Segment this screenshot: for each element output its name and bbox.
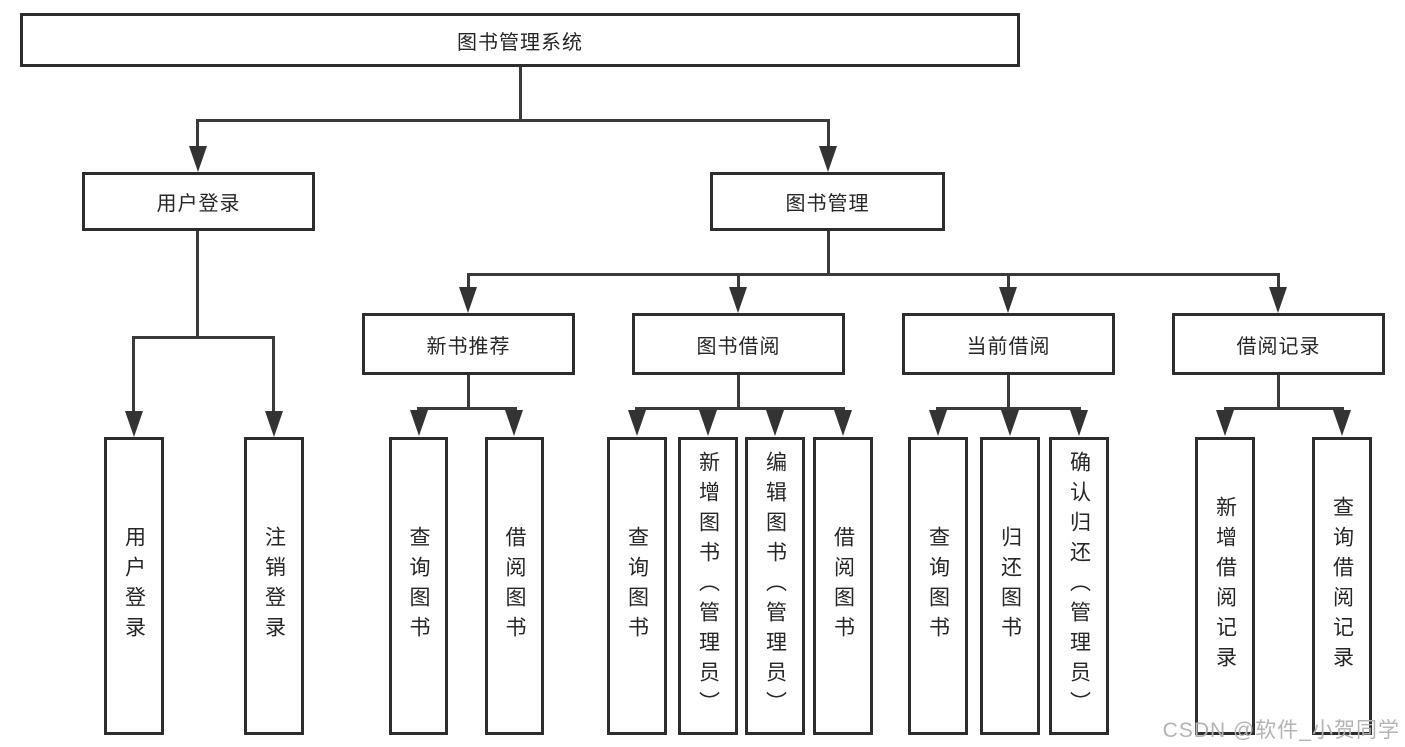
connector-line xyxy=(132,336,135,413)
leaf-add-book-admin: 新增图书（管理员） xyxy=(678,437,738,735)
arrow-down-icon xyxy=(505,410,523,436)
connector-line xyxy=(1224,407,1344,410)
connector-line xyxy=(737,273,740,290)
connector-line xyxy=(1277,375,1280,407)
arrow-down-icon xyxy=(125,411,143,437)
connector-line xyxy=(827,119,830,149)
leaf-borrow-books-2: 借阅图书 xyxy=(813,437,873,735)
arrow-down-icon xyxy=(459,287,477,313)
node-current-borrow: 当前借阅 xyxy=(902,313,1115,375)
node-library-management-system: 图书管理系统 xyxy=(20,13,1020,67)
connector-line xyxy=(467,273,470,290)
arrow-down-icon xyxy=(834,410,852,436)
arrow-down-icon xyxy=(766,410,784,436)
arrow-down-icon xyxy=(189,146,207,172)
leaf-query-books-1: 查询图书 xyxy=(389,437,448,735)
leaf-query-borrow-record: 查询借阅记录 xyxy=(1312,437,1372,735)
node-book-management: 图书管理 xyxy=(710,172,945,231)
arrow-down-icon xyxy=(1333,410,1351,436)
arrow-down-icon xyxy=(1001,410,1019,436)
connector-line xyxy=(936,407,1081,410)
arrow-down-icon xyxy=(819,146,837,172)
arrow-down-icon xyxy=(410,410,428,436)
node-new-book-recommend: 新书推荐 xyxy=(362,313,575,375)
leaf-borrow-books-1: 借阅图书 xyxy=(485,437,544,735)
node-book-borrow: 图书借阅 xyxy=(632,313,845,375)
arrow-down-icon xyxy=(1070,410,1088,436)
arrow-down-icon xyxy=(628,410,646,436)
connector-line xyxy=(196,119,199,149)
connector-line xyxy=(1007,375,1010,407)
connector-line xyxy=(196,231,199,336)
arrow-down-icon xyxy=(729,287,747,313)
leaf-return-book: 归还图书 xyxy=(980,437,1040,735)
leaf-edit-book-admin: 编辑图书（管理员） xyxy=(745,437,805,735)
leaf-logout: 注销登录 xyxy=(244,437,304,735)
leaf-query-books-3: 查询图书 xyxy=(908,437,968,735)
arrow-down-icon xyxy=(265,411,283,437)
connector-line xyxy=(827,231,830,275)
connector-line xyxy=(1277,273,1280,290)
arrow-down-icon xyxy=(699,410,717,436)
leaf-user-login: 用户登录 xyxy=(104,437,164,735)
connector-line xyxy=(467,273,1279,276)
arrow-down-icon xyxy=(1216,410,1234,436)
connector-line xyxy=(1007,273,1010,290)
leaf-confirm-return-admin: 确认归还（管理员） xyxy=(1049,437,1109,735)
node-borrow-records: 借阅记录 xyxy=(1172,313,1385,375)
arrow-down-icon xyxy=(929,410,947,436)
arrow-down-icon xyxy=(999,287,1017,313)
leaf-add-borrow-record: 新增借阅记录 xyxy=(1195,437,1255,735)
connector-line xyxy=(737,375,740,407)
connector-line xyxy=(417,407,517,410)
connector-line xyxy=(519,67,522,121)
node-user-login: 用户登录 xyxy=(82,172,315,231)
csdn-watermark: CSDN @软件_小贺同学 xyxy=(1162,719,1400,742)
connector-line xyxy=(132,336,275,339)
connector-line xyxy=(196,119,830,122)
connector-line xyxy=(272,336,275,413)
leaf-query-books-2: 查询图书 xyxy=(607,437,667,735)
arrow-down-icon xyxy=(1269,287,1287,313)
connector-line xyxy=(635,407,845,410)
connector-line xyxy=(467,375,470,407)
